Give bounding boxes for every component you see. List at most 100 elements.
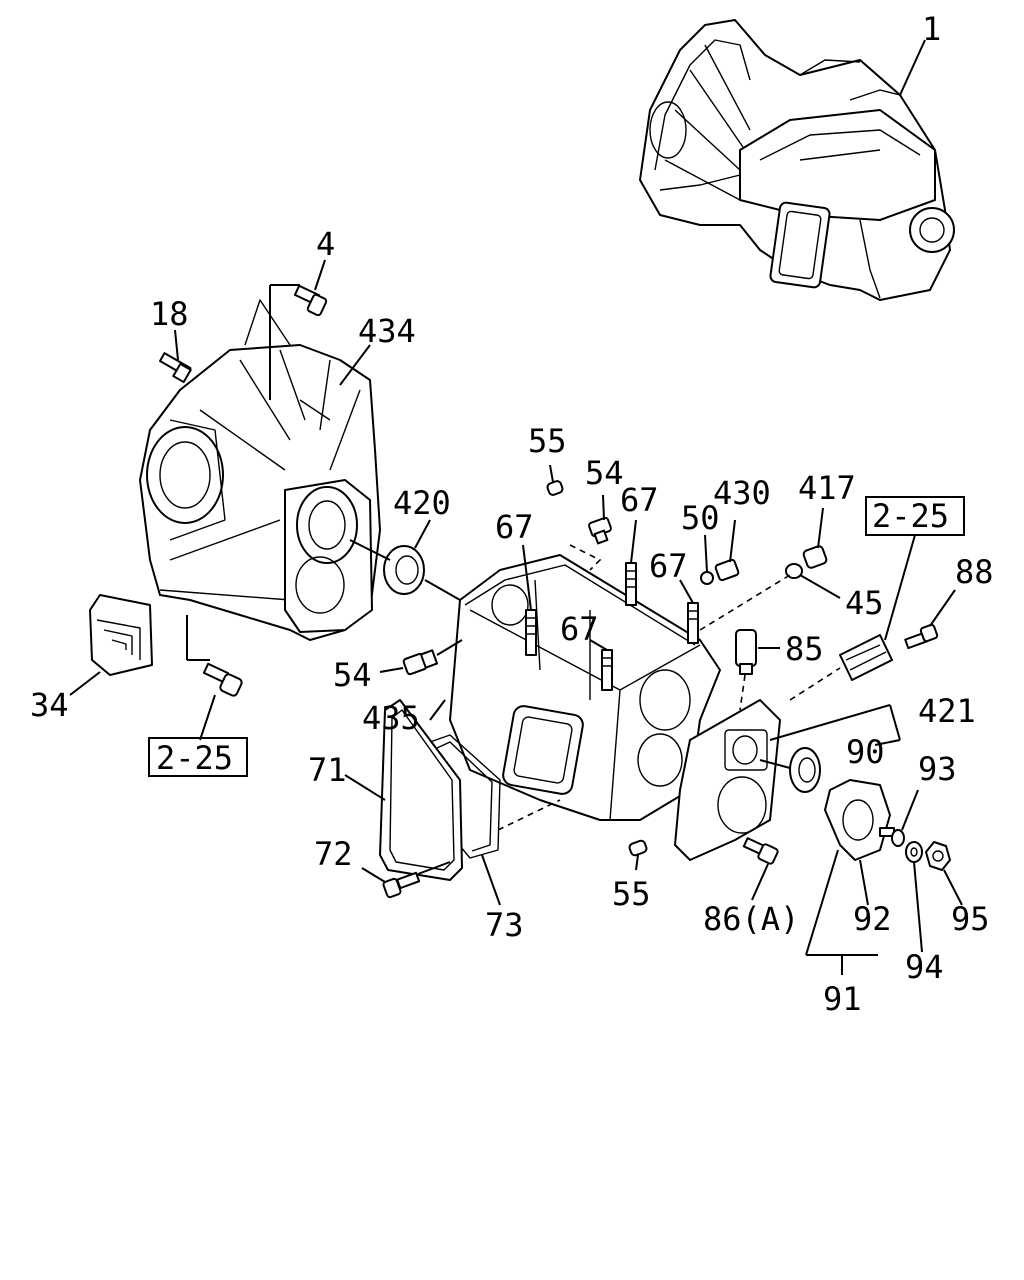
label-434: 434: [358, 312, 416, 350]
leader-72: [361, 867, 386, 883]
plug-430: [714, 558, 740, 582]
label-71: 71: [308, 751, 347, 789]
leader-93: [901, 789, 919, 831]
plug-417: [802, 545, 828, 569]
o-ring-93: [891, 829, 905, 847]
switch-85: [735, 629, 757, 675]
dash-54-top: [569, 544, 602, 571]
dash-73: [497, 799, 561, 831]
label-67-b: 67: [495, 508, 534, 546]
clutch-housing-434: [139, 299, 381, 641]
leader-435: [429, 699, 446, 721]
oil-seal-90: [789, 747, 821, 793]
bolt-4: [293, 284, 328, 317]
label-91: 91: [823, 980, 862, 1018]
leader-92: [859, 859, 869, 906]
label-54-left: 54: [333, 656, 372, 694]
leader-420-axis-2: [424, 579, 461, 601]
cover-71: [379, 699, 463, 881]
label-94: 94: [905, 948, 944, 986]
leader-72-axis: [417, 861, 451, 875]
washer-45: [785, 563, 803, 579]
leader-90-axis: [759, 759, 791, 769]
bolt-housing: [202, 662, 243, 697]
dowel-pin-55-bottom: [628, 839, 648, 857]
label-54-top: 54: [585, 454, 624, 492]
leader-91-a: [805, 849, 839, 956]
leader-434: [339, 344, 371, 386]
ref-box-bottom[interactable]: [148, 737, 248, 777]
label-18: 18: [150, 295, 189, 333]
leader-430: [729, 519, 736, 563]
label-ref-top[interactable]: 2-25: [872, 497, 949, 535]
leader-420: [414, 519, 431, 549]
ref-box-top[interactable]: [865, 496, 965, 536]
nut-95: [925, 841, 951, 871]
leader-71: [344, 774, 386, 801]
leader-54-left-axis: [436, 639, 463, 656]
label-ref-bottom[interactable]: 2-25: [156, 739, 233, 777]
leader-55-bottom: [635, 854, 639, 871]
leader-54-left: [379, 667, 404, 673]
leader-67-a: [522, 544, 532, 611]
leader-420-axis: [349, 539, 391, 561]
leader-94: [913, 861, 923, 953]
label-67-d: 67: [560, 610, 599, 648]
dowel-pin-55-top: [546, 480, 564, 496]
label-72: 72: [314, 835, 353, 873]
dash-45: [699, 574, 791, 631]
flange-92: [824, 779, 895, 861]
leader-45: [799, 574, 841, 599]
label-95: 95: [951, 900, 990, 938]
label-55-bottom: 55: [612, 875, 651, 913]
leader-1: [899, 39, 926, 96]
leader-88: [929, 589, 956, 627]
leader-67-b: [630, 519, 637, 564]
speedometer-sleeve: [839, 634, 893, 681]
callout-labels: 1 4 18 434 55 54 67 430 417 2-25 420 67 …: [30, 10, 994, 1018]
dust-boot-34: [89, 594, 153, 676]
bolt-88: [904, 623, 939, 650]
bolt-72: [382, 871, 421, 899]
plug-54-top: [588, 516, 612, 545]
label-67-a: 67: [620, 481, 659, 519]
leader-bolt-ref: [199, 694, 216, 741]
leader-73: [481, 854, 501, 906]
rear-cover-421: [674, 699, 781, 861]
label-88: 88: [955, 553, 994, 591]
plug-54-left: [402, 649, 439, 676]
label-417: 417: [798, 469, 856, 507]
leader-54-top: [602, 494, 605, 521]
label-67-c: 67: [649, 547, 688, 585]
bolt-86a: [742, 837, 779, 865]
leader-18: [174, 329, 179, 361]
stud-67-c: [687, 602, 699, 644]
leader-86a: [751, 863, 769, 901]
label-50: 50: [681, 499, 720, 537]
label-86a: 86(A): [703, 900, 799, 938]
label-4: 4: [316, 225, 335, 263]
label-420: 420: [393, 484, 451, 522]
stud-18: [159, 352, 192, 384]
stud-67-a: [525, 609, 537, 656]
leader-417: [817, 507, 824, 549]
label-85: 85: [785, 630, 824, 668]
label-55-top: 55: [528, 422, 567, 460]
leader-ref-top: [884, 534, 916, 641]
dash-sleeve: [789, 667, 841, 701]
leader-421: [769, 704, 891, 741]
label-90: 90: [846, 733, 885, 771]
label-1: 1: [922, 10, 941, 48]
leader-67-d: [589, 639, 608, 651]
label-45: 45: [845, 584, 884, 622]
leader-50: [704, 534, 708, 573]
label-92: 92: [853, 900, 892, 938]
label-435: 435: [362, 699, 420, 737]
leader-421-c: [874, 739, 901, 746]
dash-85: [739, 674, 746, 711]
label-421: 421: [918, 692, 976, 730]
leader-421-b: [889, 704, 901, 741]
leader-55-top: [549, 464, 554, 483]
label-430: 430: [713, 474, 771, 512]
